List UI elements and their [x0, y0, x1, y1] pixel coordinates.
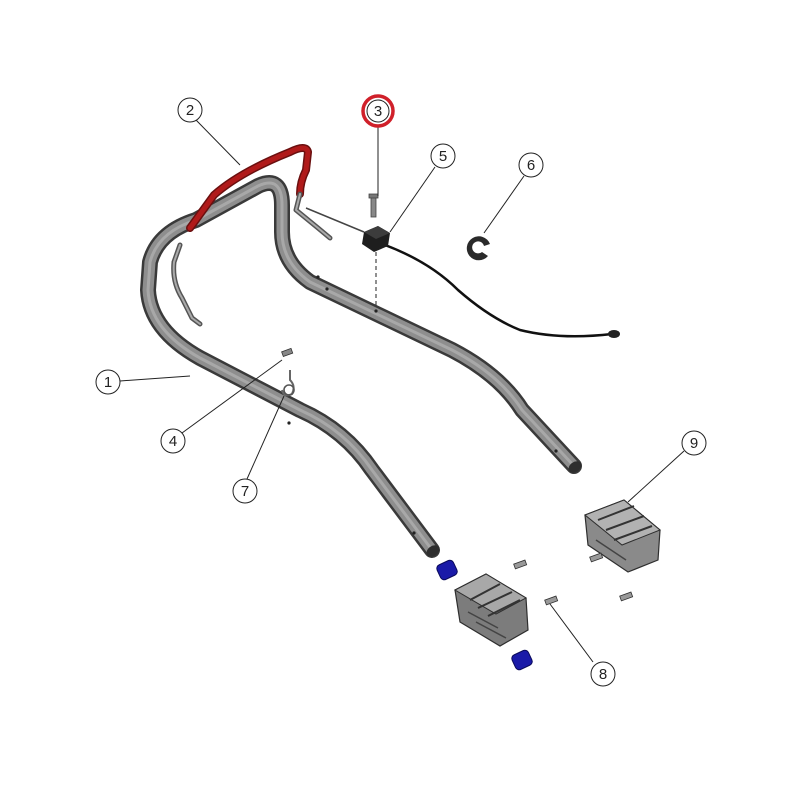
callout-7: 7 — [232, 478, 258, 504]
callout-label-2: 2 — [186, 102, 194, 119]
control-bail — [171, 144, 333, 327]
callout-1: 1 — [95, 369, 121, 395]
callout-6: 6 — [518, 152, 544, 178]
callout-label-5: 5 — [439, 148, 447, 165]
callout-9: 9 — [681, 430, 707, 456]
cable-retainer — [466, 236, 490, 261]
bolts — [513, 552, 634, 606]
callout-3-highlighted: 3 — [361, 94, 395, 128]
callout-label-9: 9 — [690, 435, 698, 452]
cable-pin — [368, 193, 379, 218]
callout-4: 4 — [160, 428, 186, 454]
callout-label-4: 4 — [169, 433, 177, 450]
callout-label-3: 3 — [374, 103, 382, 120]
lower-handle-bracket — [453, 573, 529, 647]
callout-label-7: 7 — [241, 483, 249, 500]
callout-label-1: 1 — [104, 374, 112, 391]
callout-label-8: 8 — [599, 666, 607, 683]
handle-bracket — [584, 499, 661, 573]
cable-assembly — [305, 207, 620, 338]
callout-5: 5 — [430, 143, 456, 169]
leader-lines — [119, 119, 685, 663]
callout-2: 2 — [177, 97, 203, 123]
callout-8: 8 — [590, 661, 616, 687]
pin-and-hook — [281, 347, 295, 397]
callout-label-6: 6 — [527, 157, 535, 174]
